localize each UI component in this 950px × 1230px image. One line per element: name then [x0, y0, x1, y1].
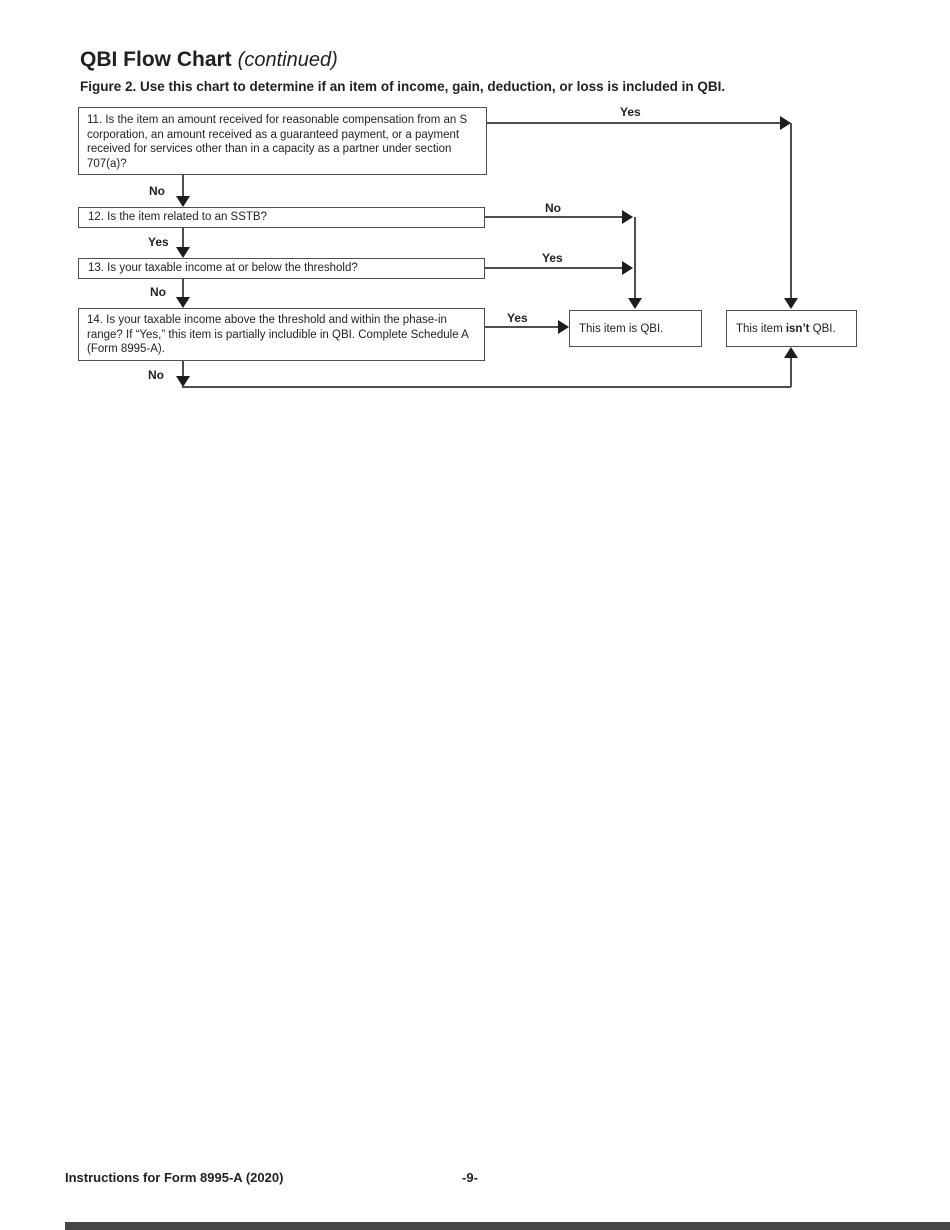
question-box-13: 13. Is your taxable income at or below t…: [78, 258, 485, 279]
edge-label-q11-no: No: [149, 184, 165, 198]
result-isnt-qbi-label: This item isn’t QBI.: [736, 322, 836, 335]
page-bottom-edge-bar: [65, 1222, 950, 1230]
edge-label-q12-no: No: [545, 201, 561, 215]
connector-line: [790, 358, 792, 387]
connector-line: [182, 279, 184, 298]
arrow-down-icon: [176, 247, 190, 258]
question-box-12: 12. Is the item related to an SSTB?: [78, 207, 485, 228]
connector-line: [487, 122, 783, 124]
question-box-11: 11. Is the item an amount received for r…: [78, 107, 487, 175]
edge-label-q14-yes: Yes: [507, 311, 528, 325]
footer-form-title: Instructions for Form 8995-A (2020): [65, 1170, 284, 1185]
connector-line: [182, 228, 184, 248]
page-title: QBI Flow Chart(continued): [80, 48, 338, 72]
connector-line: [485, 267, 622, 269]
connector-line: [634, 217, 636, 298]
connector-line: [485, 326, 558, 328]
arrow-down-icon: [628, 298, 642, 309]
isnt-bold-text: isn’t: [785, 322, 810, 335]
result-is-qbi-label: This item is QBI.: [579, 322, 664, 335]
arrow-right-icon: [622, 210, 633, 224]
arrow-right-icon: [780, 116, 791, 130]
edge-label-q11-yes: Yes: [620, 105, 641, 119]
connector-line: [182, 175, 184, 197]
page-title-continued: (continued): [237, 49, 338, 71]
figure-caption: Figure 2. Use this chart to determine if…: [80, 79, 726, 94]
arrow-down-icon: [784, 298, 798, 309]
edge-label-q13-yes: Yes: [542, 251, 563, 265]
arrow-down-icon: [176, 196, 190, 207]
edge-label-q14-no: No: [148, 368, 164, 382]
connector-line: [790, 123, 792, 298]
arrow-down-icon: [176, 376, 190, 387]
arrow-right-icon: [622, 261, 633, 275]
connector-line: [182, 386, 791, 388]
connector-line: [182, 361, 184, 377]
footer-page-number: -9-: [462, 1170, 478, 1185]
edge-label-q13-no: No: [150, 285, 166, 299]
arrow-up-icon: [784, 347, 798, 358]
page-title-main: QBI Flow Chart: [80, 48, 232, 71]
result-box-is-qbi: This item is QBI.: [569, 310, 702, 347]
question-box-14: 14. Is your taxable income above the thr…: [78, 308, 485, 361]
arrow-right-icon: [558, 320, 569, 334]
arrow-down-icon: [176, 297, 190, 308]
result-box-isnt-qbi: This item isn’t QBI.: [726, 310, 857, 347]
connector-line: [485, 216, 622, 218]
edge-label-q12-yes: Yes: [148, 235, 169, 249]
